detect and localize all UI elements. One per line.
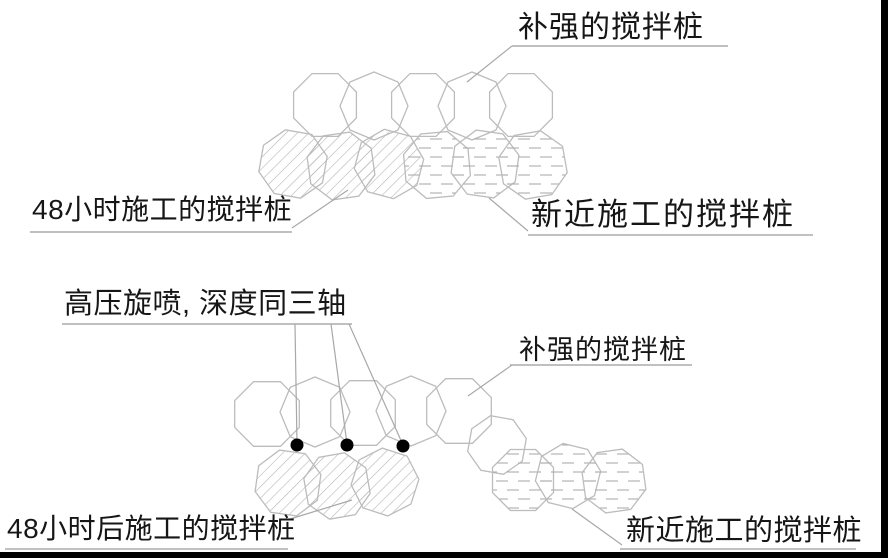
pile-row-48h-bottom: [254, 447, 420, 520]
jet-point-dot: [340, 438, 354, 452]
leader-48h-top: [291, 189, 349, 229]
label-48h-after-pile-bottom: 48小时后施工的搅拌桩: [7, 513, 296, 544]
pile-octagon-reinforced: [234, 381, 300, 447]
leader-recent-top: [488, 197, 529, 232]
label-reinforced-pile-bottom: 补强的搅拌桩: [519, 335, 687, 365]
leader-reinforced-bottom: [467, 364, 513, 397]
jet-point-dot: [396, 439, 410, 453]
pile-octagon-recent: [581, 448, 647, 514]
label-48h-pile-top: 48小时施工的搅拌桩: [32, 194, 293, 225]
label-recent-pile-bottom: 新近施工的搅拌桩: [626, 515, 863, 547]
pile-octagon-reinforced: [292, 72, 358, 138]
recent-pile-row-bottom: [491, 442, 647, 514]
pile-octagon-reinforced: [426, 378, 492, 444]
leader-jet-3: [348, 323, 404, 446]
label-reinforced-pile-top: 补强的搅拌桩: [518, 11, 704, 44]
jet-point-dot: [290, 438, 304, 452]
frame-border-bottom: [0, 552, 888, 558]
jet-grout-points: [290, 438, 410, 453]
pile-octagon-reinforced: [437, 71, 507, 141]
frame-border-right: [881, 0, 888, 558]
pile-octagon-reinforced: [390, 72, 456, 138]
pile-octagon-reinforced: [330, 380, 396, 446]
pile-octagon-48h: [350, 447, 420, 517]
leader-jet-1: [294, 323, 298, 445]
leader-48h-bottom: [289, 499, 353, 520]
bottom-diagram: [234, 375, 647, 520]
recent-pile-row-top: [402, 129, 568, 200]
pile-octagon-reinforced: [339, 71, 409, 141]
pile-row-48h-top: [258, 128, 425, 201]
pile-octagon-recent: [498, 130, 568, 200]
pile-octagon-reinforced: [375, 375, 447, 447]
reinforced-pile-row-top: [292, 71, 554, 141]
leader-reinforced-top: [466, 45, 513, 83]
label-underlines: [5, 45, 856, 550]
leader-lines: [289, 45, 623, 546]
leader-recent-bottom: [571, 508, 623, 546]
leader-jet-2: [330, 323, 348, 445]
top-diagram: [258, 71, 568, 201]
label-recent-pile-top: 新近施工的搅拌桩: [531, 197, 795, 232]
pile-octagon-reinforced: [279, 376, 351, 448]
label-jet-grouting: 高压旋喷, 深度同三轴: [64, 288, 347, 320]
pile-octagon-reinforced: [488, 72, 554, 138]
